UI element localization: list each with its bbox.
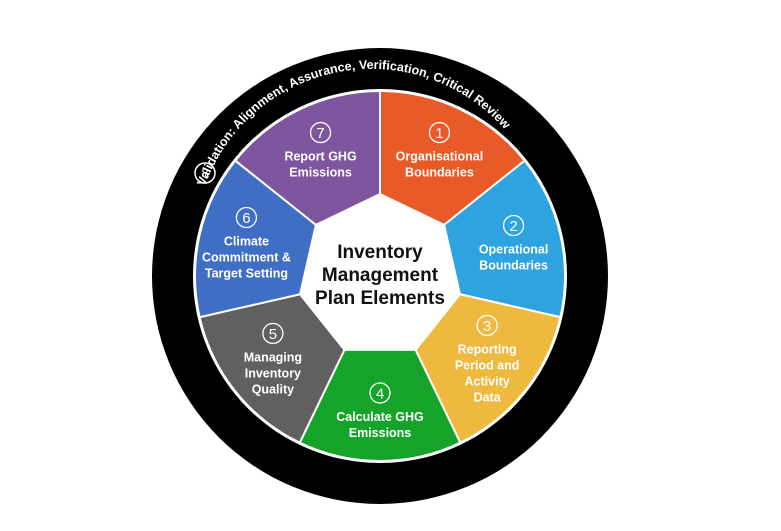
segment-2-number: 2 <box>509 218 517 235</box>
segment-5-number: 5 <box>269 326 277 343</box>
segment-6-number: 6 <box>242 210 250 227</box>
segment-5-label-line-1: Managing <box>244 350 302 364</box>
segment-6-label-line-3: Target Setting <box>205 267 288 281</box>
segment-7-shape <box>233 89 381 227</box>
segment-7-number: 7 <box>316 125 324 142</box>
center-title-line-2: Management <box>322 265 439 286</box>
segment-2-label-line-1: Operational <box>479 243 548 257</box>
segment-1-label-line-2: Boundaries <box>405 166 474 180</box>
segment-6-label-line-2: Commitment & <box>202 251 291 265</box>
segment-4-shape <box>298 348 462 462</box>
segment-5-number-circle <box>262 322 284 345</box>
segment-1-number-circle <box>428 121 451 144</box>
segment-4-label-line-1: Calculate GHG <box>336 410 424 424</box>
segment-4-number-circle <box>369 382 391 404</box>
segment-7-number-circle <box>309 121 332 144</box>
segment-6-number-circle <box>235 206 258 229</box>
segment-4-label-line-2: Emissions <box>349 426 412 440</box>
segment-5-shape <box>198 293 346 445</box>
segment-5-label-line-3: Quality <box>252 382 294 396</box>
center-title-line-1: Inventory <box>337 242 423 263</box>
segment-3-number-circle <box>476 314 498 337</box>
segment-3-label-line-1: Reporting <box>458 342 517 356</box>
segments-layer: 1OrganisationalBoundaries2OperationalBou… <box>194 89 566 462</box>
segment-2-shape <box>442 159 566 319</box>
segment-4-number: 4 <box>376 386 384 403</box>
segment-3-label-line-4: Data <box>474 390 502 404</box>
segment-6-label-line-1: Climate <box>224 235 269 249</box>
ring-number: 8 <box>201 166 208 181</box>
segment-3-label-line-3: Activity <box>465 374 510 388</box>
segment-3-number: 3 <box>483 318 491 335</box>
segment-7-label-line-1: Report GHG <box>284 150 356 164</box>
segment-2-number-circle <box>502 214 525 237</box>
center-title-line-3: Plan Elements <box>315 288 445 309</box>
segment-3-label-line-2: Period and <box>455 358 520 372</box>
segment-3-shape <box>414 293 562 445</box>
ring-number-circle <box>194 162 216 184</box>
segment-5-label-line-2: Inventory <box>245 366 301 380</box>
segment-2-label-line-2: Boundaries <box>479 259 548 273</box>
segment-1-number: 1 <box>435 125 443 142</box>
center-hexagon <box>300 194 460 350</box>
center-title: Inventory Management Plan Elements <box>315 242 445 309</box>
segment-1-shape <box>379 89 527 227</box>
segment-6-shape <box>194 159 318 319</box>
segment-1-label-line-1: Organisational <box>396 150 484 164</box>
segment-7-label-line-2: Emissions <box>289 166 352 180</box>
